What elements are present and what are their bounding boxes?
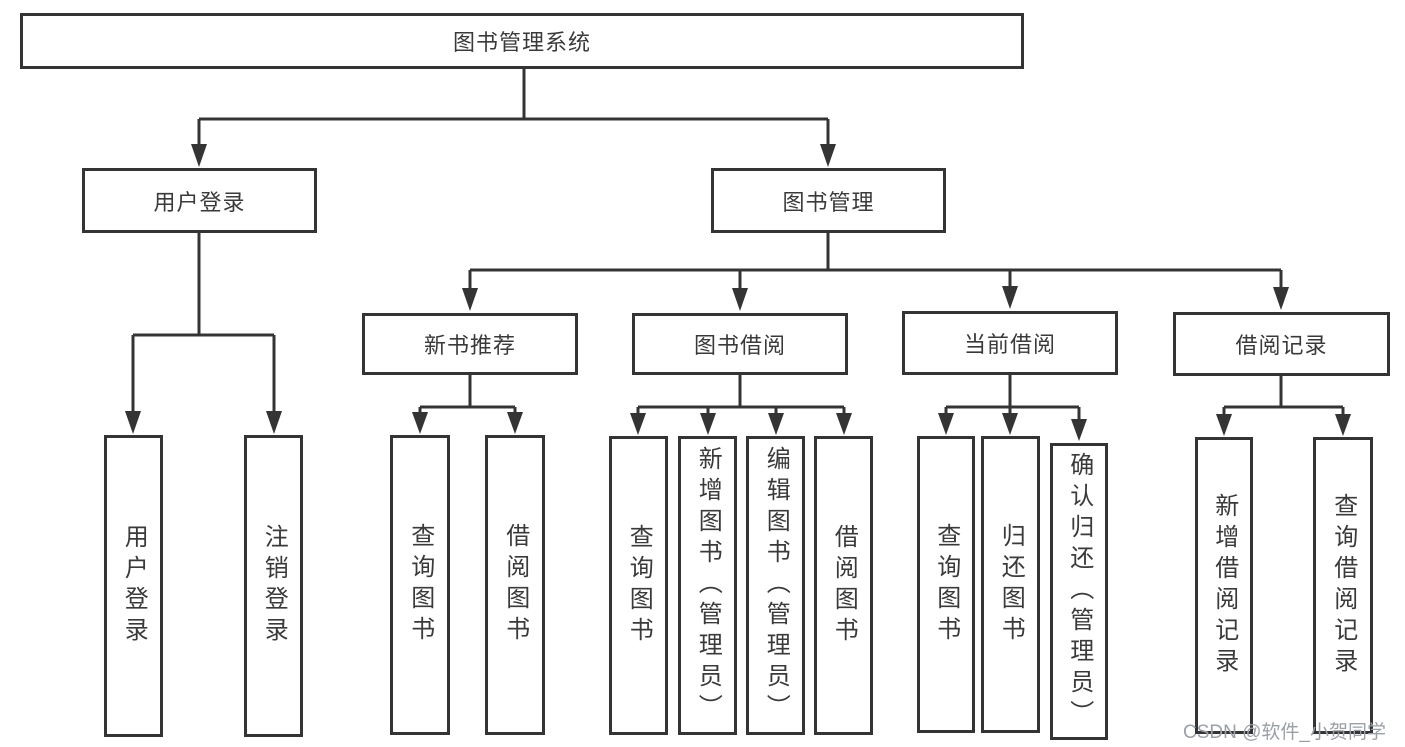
node-current-borrowing-label: 当前借阅 [963, 332, 1056, 357]
connector-new-books-branch [418, 375, 517, 414]
connector-borrowing-branch [636, 375, 846, 415]
node-root-system: 图书管理系统 [20, 13, 1024, 69]
node-borrow-records-label: 借阅记录 [1235, 333, 1328, 358]
connector-book-mgmt-branch [468, 233, 1283, 290]
node-root-label: 图书管理系统 [452, 30, 591, 55]
leaf-borrowing-borrow-books: 借阅图书 [814, 436, 873, 735]
leaf-current-confirm-return-admin: 确认归还（管理员） [1050, 443, 1108, 740]
node-book-borrowing: 图书借阅 [632, 313, 848, 375]
arrowheads [125, 144, 1351, 441]
leaf-user-login: 用户登录 [104, 435, 163, 737]
connector-records-branch [1222, 376, 1345, 415]
node-current-borrowing: 当前借阅 [902, 311, 1118, 375]
leaf-records-add-record-label: 新增借阅记录 [1210, 492, 1238, 679]
node-new-book-recommend: 新书推荐 [362, 313, 578, 375]
leaf-borrowing-borrow-books-label: 借阅图书 [830, 523, 858, 648]
leaf-current-confirm-return-admin-label: 确认归还（管理员） [1065, 452, 1093, 731]
leaf-newbooks-borrow-books: 借阅图书 [485, 435, 545, 735]
leaf-current-return-books: 归还图书 [981, 436, 1040, 733]
csdn-watermark: CSDN @软件_小贺同学 [1183, 722, 1386, 743]
leaf-borrowing-query-books: 查询图书 [609, 436, 668, 735]
node-book-management-label: 图书管理 [782, 189, 875, 215]
node-book-borrowing-label: 图书借阅 [693, 333, 786, 358]
leaf-current-query-books-label: 查询图书 [932, 522, 960, 647]
leaf-user-login-label: 用户登录 [120, 524, 148, 648]
leaf-records-query-record: 查询借阅记录 [1313, 437, 1373, 734]
leaf-newbooks-query-books-label: 查询图书 [406, 523, 434, 647]
leaf-current-query-books: 查询图书 [917, 436, 975, 733]
leaf-newbooks-query-books: 查询图书 [390, 435, 450, 735]
leaf-borrowing-edit-books-admin-label: 编辑图书（管理员） [762, 446, 790, 725]
leaf-logout-login-label: 注销登录 [260, 524, 288, 648]
leaf-newbooks-borrow-books-label: 借阅图书 [501, 523, 529, 647]
leaf-records-query-record-label: 查询借阅记录 [1329, 492, 1357, 679]
node-user-login: 用户登录 [82, 168, 317, 233]
leaf-borrowing-add-books-admin-label: 新增图书（管理员） [694, 446, 722, 725]
leaf-borrowing-edit-books-admin: 编辑图书（管理员） [746, 436, 805, 735]
connector-root-to-level2 [197, 69, 830, 146]
node-book-management: 图书管理 [711, 168, 946, 233]
leaf-borrowing-query-books-label: 查询图书 [625, 523, 653, 648]
leaf-records-add-record: 新增借阅记录 [1195, 437, 1253, 734]
node-new-book-recommend-label: 新书推荐 [423, 333, 516, 358]
node-user-login-label: 用户登录 [153, 189, 246, 215]
leaf-borrowing-add-books-admin: 新增图书（管理员） [678, 436, 737, 735]
connector-current-branch [944, 375, 1081, 420]
node-borrow-records: 借阅记录 [1173, 312, 1390, 376]
leaf-current-return-books-label: 归还图书 [997, 522, 1025, 647]
leaf-logout-login: 注销登录 [244, 435, 303, 737]
connector-user-login-branch [131, 233, 276, 413]
